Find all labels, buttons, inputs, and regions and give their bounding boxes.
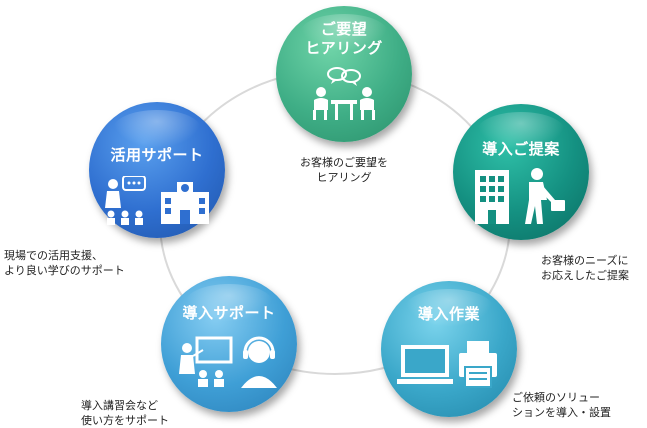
training-icon bbox=[179, 336, 277, 388]
office-building-icon bbox=[475, 168, 565, 224]
caption-work: ご依頼のソリュー ションを導入・設置 bbox=[512, 391, 611, 419]
step-install-support-title: 導入サポート bbox=[182, 304, 276, 322]
meeting-icon bbox=[313, 67, 375, 120]
caption-proposal: お客様のニーズに お応えしたご提案 bbox=[541, 254, 629, 282]
school-icon bbox=[105, 176, 209, 225]
step-usage-support-title: 活用サポート bbox=[110, 146, 204, 164]
step-proposal-title: 導入ご提案 bbox=[482, 140, 560, 158]
step-proposal: 導入ご提案 bbox=[453, 104, 589, 240]
caption-hearing: お客様のご要望を ヒアリング bbox=[300, 156, 388, 184]
step-usage-support: 活用サポート bbox=[89, 102, 225, 238]
step-hearing: ご要望 ヒアリング bbox=[276, 6, 412, 142]
caption-install-support: 導入講習会など 使い方をサポート bbox=[81, 399, 169, 427]
step-work-title: 導入作業 bbox=[417, 305, 480, 323]
step-work: 導入作業 bbox=[381, 281, 517, 417]
step-hearing-title: ご要望 ヒアリング bbox=[305, 20, 383, 57]
caption-usage-support: 現場での活用支援、 より良い学びのサポート bbox=[4, 249, 125, 277]
step-install-support: 導入サポート bbox=[161, 276, 297, 412]
computer-printer-icon bbox=[397, 341, 497, 388]
